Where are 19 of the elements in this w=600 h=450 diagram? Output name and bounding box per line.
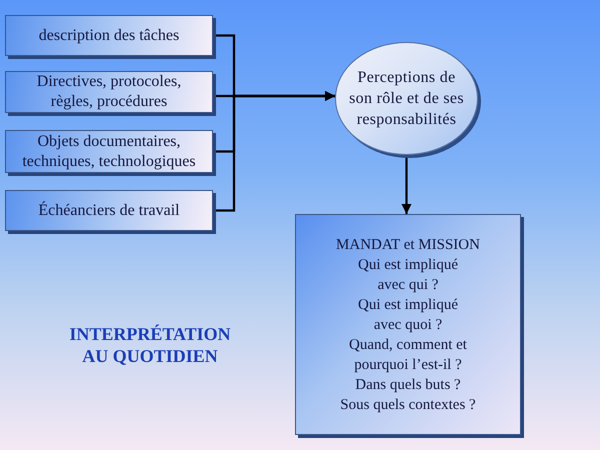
- panel-text: MANDAT et MISSION: [336, 236, 480, 254]
- process-box: [5, 130, 213, 173]
- arrow: [213, 91, 336, 212]
- box-label: Objets documentaires, techniques, technologiques: [21, 132, 197, 172]
- panel-text: Quand, comment et pourquoi l’est-il ?: [348, 336, 468, 374]
- box-label: Échéanciers de travail: [38, 200, 180, 220]
- diagram-title: INTERPRÉTATION AU QUOTIDIEN: [68, 323, 232, 367]
- process-box: [5, 71, 213, 113]
- process-box: [5, 190, 213, 231]
- process-box: [5, 15, 213, 56]
- text-panel: [295, 214, 521, 435]
- box-label: description des tâches: [38, 26, 180, 46]
- box-label: Directives, protocoles, règles, procédures: [36, 72, 182, 112]
- ellipse-label: Perceptions de son rôle et de ses responsabilités: [348, 68, 465, 130]
- panel-text: Dans quels buts ?: [355, 376, 461, 394]
- panel-text: Qui est impliqué avec qui ?: [357, 256, 459, 294]
- panel-text: Sous quels contextes ?: [340, 396, 476, 414]
- panel-text: Qui est impliqué avec quoi ?: [357, 296, 459, 334]
- arrow: [402, 155, 412, 214]
